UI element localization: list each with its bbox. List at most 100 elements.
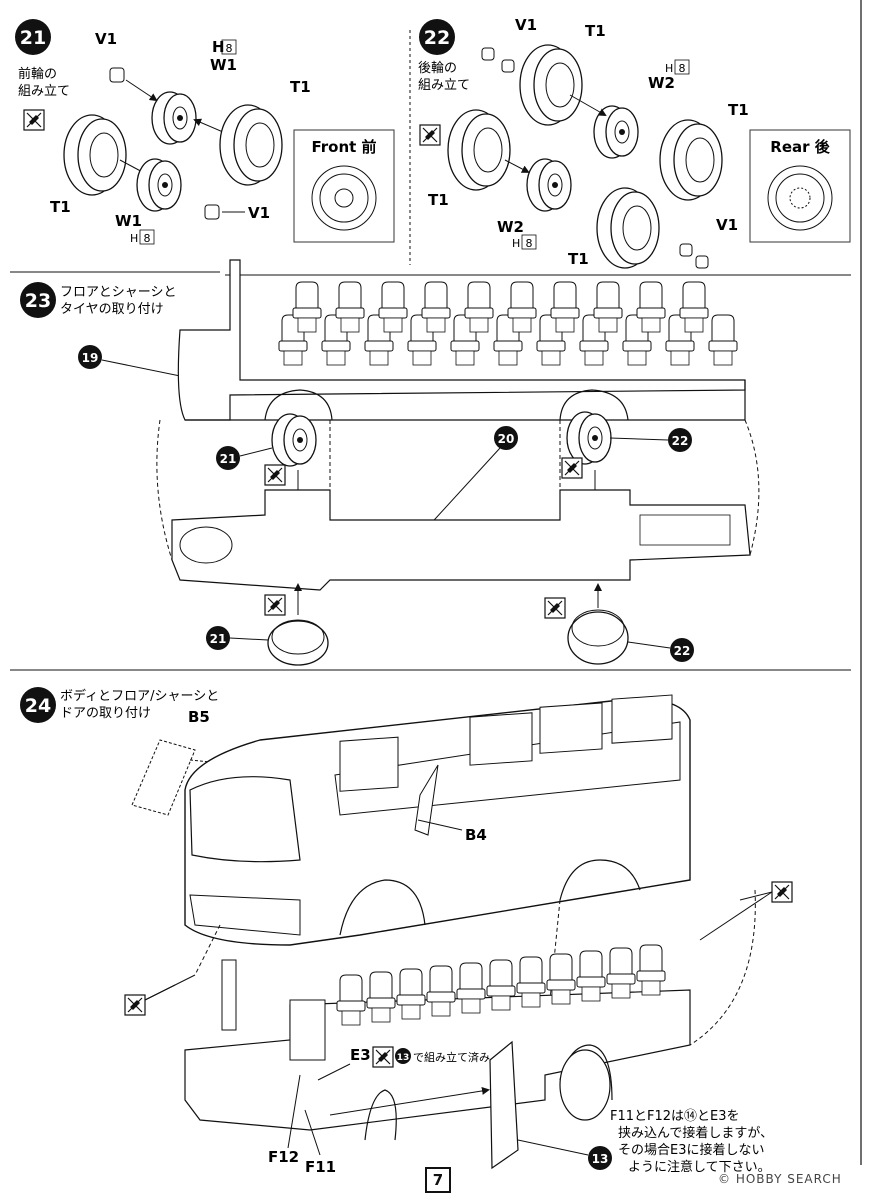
step21-label-w1-top: W1 bbox=[210, 56, 237, 74]
glue-icon bbox=[124, 994, 146, 1016]
part-w1-wheel bbox=[136, 158, 182, 212]
part-v1-cap bbox=[501, 59, 515, 73]
step24-note-line1: F11とF12は⑭とE3を bbox=[610, 1109, 740, 1124]
part-w2-wheel bbox=[526, 158, 572, 212]
step21-number-badge: 21 bbox=[15, 19, 51, 55]
step24-number: 24 bbox=[25, 695, 51, 717]
step22-label-t1-b: T1 bbox=[728, 101, 749, 119]
ref-badge-22: 22 bbox=[670, 638, 694, 662]
ref-badge-21: 21 bbox=[206, 626, 230, 650]
step24-label-e3: E3 bbox=[350, 1046, 371, 1064]
svg-text:22: 22 bbox=[674, 644, 691, 658]
glue-icon bbox=[419, 124, 441, 146]
step21-number: 21 bbox=[20, 27, 46, 49]
step24-label-b4: B4 bbox=[465, 826, 487, 844]
part-t1-tire bbox=[63, 114, 127, 196]
ref-badge-22: 22 bbox=[668, 428, 692, 452]
step24-note-line2: 挟み込んで接着しますが、 bbox=[618, 1125, 773, 1141]
ref-badge-19: 19 bbox=[78, 345, 102, 369]
step22-label-t1-d: T1 bbox=[568, 250, 589, 268]
step23-title-line2: タイヤの取り付け bbox=[60, 302, 164, 317]
part-b4 bbox=[414, 764, 439, 836]
part-t1-tire bbox=[219, 104, 283, 186]
part-t1-tire bbox=[519, 44, 583, 126]
bus-body bbox=[184, 698, 691, 946]
step22-label-w2-bottom: W2 bbox=[497, 218, 524, 236]
wheel-21-bottom bbox=[267, 619, 329, 666]
step22-h-label-top: H bbox=[665, 62, 673, 75]
part-b5 bbox=[131, 739, 196, 816]
step22-label-t1-a: T1 bbox=[585, 22, 606, 40]
ref-badge-13: 13 bbox=[588, 1146, 612, 1170]
glue-icon bbox=[544, 597, 566, 619]
step23-title-line1: フロアとシャーシと bbox=[60, 285, 176, 300]
step24-label-b5: B5 bbox=[188, 708, 210, 726]
svg-text:20: 20 bbox=[498, 432, 515, 446]
step24-e3-note: で組み立て済み bbox=[413, 1050, 490, 1064]
part-v1-cap bbox=[695, 255, 709, 269]
step24-note-line4: ように注意して下さい。 bbox=[628, 1159, 771, 1175]
rear-inset-label: Rear 後 bbox=[770, 138, 830, 156]
step22-h-num-top: 8 bbox=[679, 62, 686, 75]
step21-h-label-bottom: H bbox=[130, 232, 138, 245]
part-w2-wheel bbox=[593, 105, 639, 159]
page-number: 7 bbox=[425, 1167, 451, 1193]
step22-label-w2-top: W2 bbox=[648, 74, 675, 92]
part-t1-tire bbox=[659, 119, 723, 201]
part-w1-wheel bbox=[151, 91, 197, 145]
floor-part bbox=[177, 259, 746, 421]
step21-h-num-top: 8 bbox=[226, 42, 233, 55]
step24-label-f12: F12 bbox=[268, 1148, 299, 1166]
part-t1-tire bbox=[447, 109, 511, 191]
front-inset-label: Front 前 bbox=[311, 138, 376, 156]
part-v1-cap bbox=[204, 204, 220, 220]
step24-title-line2: ドアの取り付け bbox=[60, 706, 151, 721]
seat-row bbox=[278, 281, 738, 366]
step21-h-num-bottom: 8 bbox=[144, 232, 151, 245]
step21-title-line1: 前輪の bbox=[18, 66, 57, 82]
step24-note-line3: その場合E3に接着しない bbox=[618, 1142, 765, 1158]
step22-h-label-bottom: H bbox=[512, 237, 520, 250]
step22-number-badge: 22 bbox=[419, 19, 455, 55]
watermark: © HOBBY SEARCH bbox=[718, 1172, 842, 1186]
step24-title-line1: ボディとフロア/シャーシと bbox=[60, 688, 219, 704]
svg-text:22: 22 bbox=[672, 434, 689, 448]
part-v1-cap bbox=[481, 47, 495, 61]
glue-icon bbox=[561, 457, 583, 479]
step21-label-w1-bottom: W1 bbox=[115, 212, 142, 230]
wheel-assembly-21 bbox=[271, 413, 317, 467]
step22-title-line1: 後輪の bbox=[418, 60, 457, 76]
glue-icon bbox=[264, 594, 286, 616]
step23-number: 23 bbox=[25, 290, 51, 312]
wheel-assembly-22 bbox=[566, 411, 612, 465]
ref-badge-21: 21 bbox=[216, 446, 240, 470]
svg-text:21: 21 bbox=[210, 632, 227, 646]
step21-label-v1-top: V1 bbox=[95, 30, 117, 48]
step23-number-badge: 23 bbox=[20, 282, 56, 318]
part-v1-cap bbox=[679, 243, 693, 257]
step21-title-line2: 組み立て bbox=[18, 84, 70, 99]
step22-number: 22 bbox=[424, 27, 450, 49]
step22-label-t1-c: T1 bbox=[428, 191, 449, 209]
glue-icon bbox=[264, 464, 286, 486]
wheel-22-bottom bbox=[567, 609, 629, 665]
step21-label-v1-bottom: V1 bbox=[248, 204, 270, 222]
step24-label-f11: F11 bbox=[305, 1158, 336, 1176]
part-door bbox=[489, 1040, 519, 1170]
step22-h-num-bottom: 8 bbox=[526, 237, 533, 250]
step24-number-badge: 24 bbox=[20, 687, 56, 723]
svg-text:19: 19 bbox=[82, 351, 99, 365]
ref-badge-20: 20 bbox=[494, 426, 518, 450]
part-t1-tire bbox=[596, 187, 660, 269]
svg-text:21: 21 bbox=[220, 452, 237, 466]
glue-icon bbox=[23, 109, 45, 131]
step21-label-t1-bottom: T1 bbox=[50, 198, 71, 216]
step22-title-line2: 組み立て bbox=[418, 78, 470, 93]
ref-badge-13-small: 13 bbox=[395, 1048, 411, 1064]
chassis-part bbox=[171, 489, 751, 591]
glue-icon bbox=[372, 1046, 394, 1068]
svg-text:13: 13 bbox=[397, 1053, 410, 1063]
step21-label-t1-top: T1 bbox=[290, 78, 311, 96]
